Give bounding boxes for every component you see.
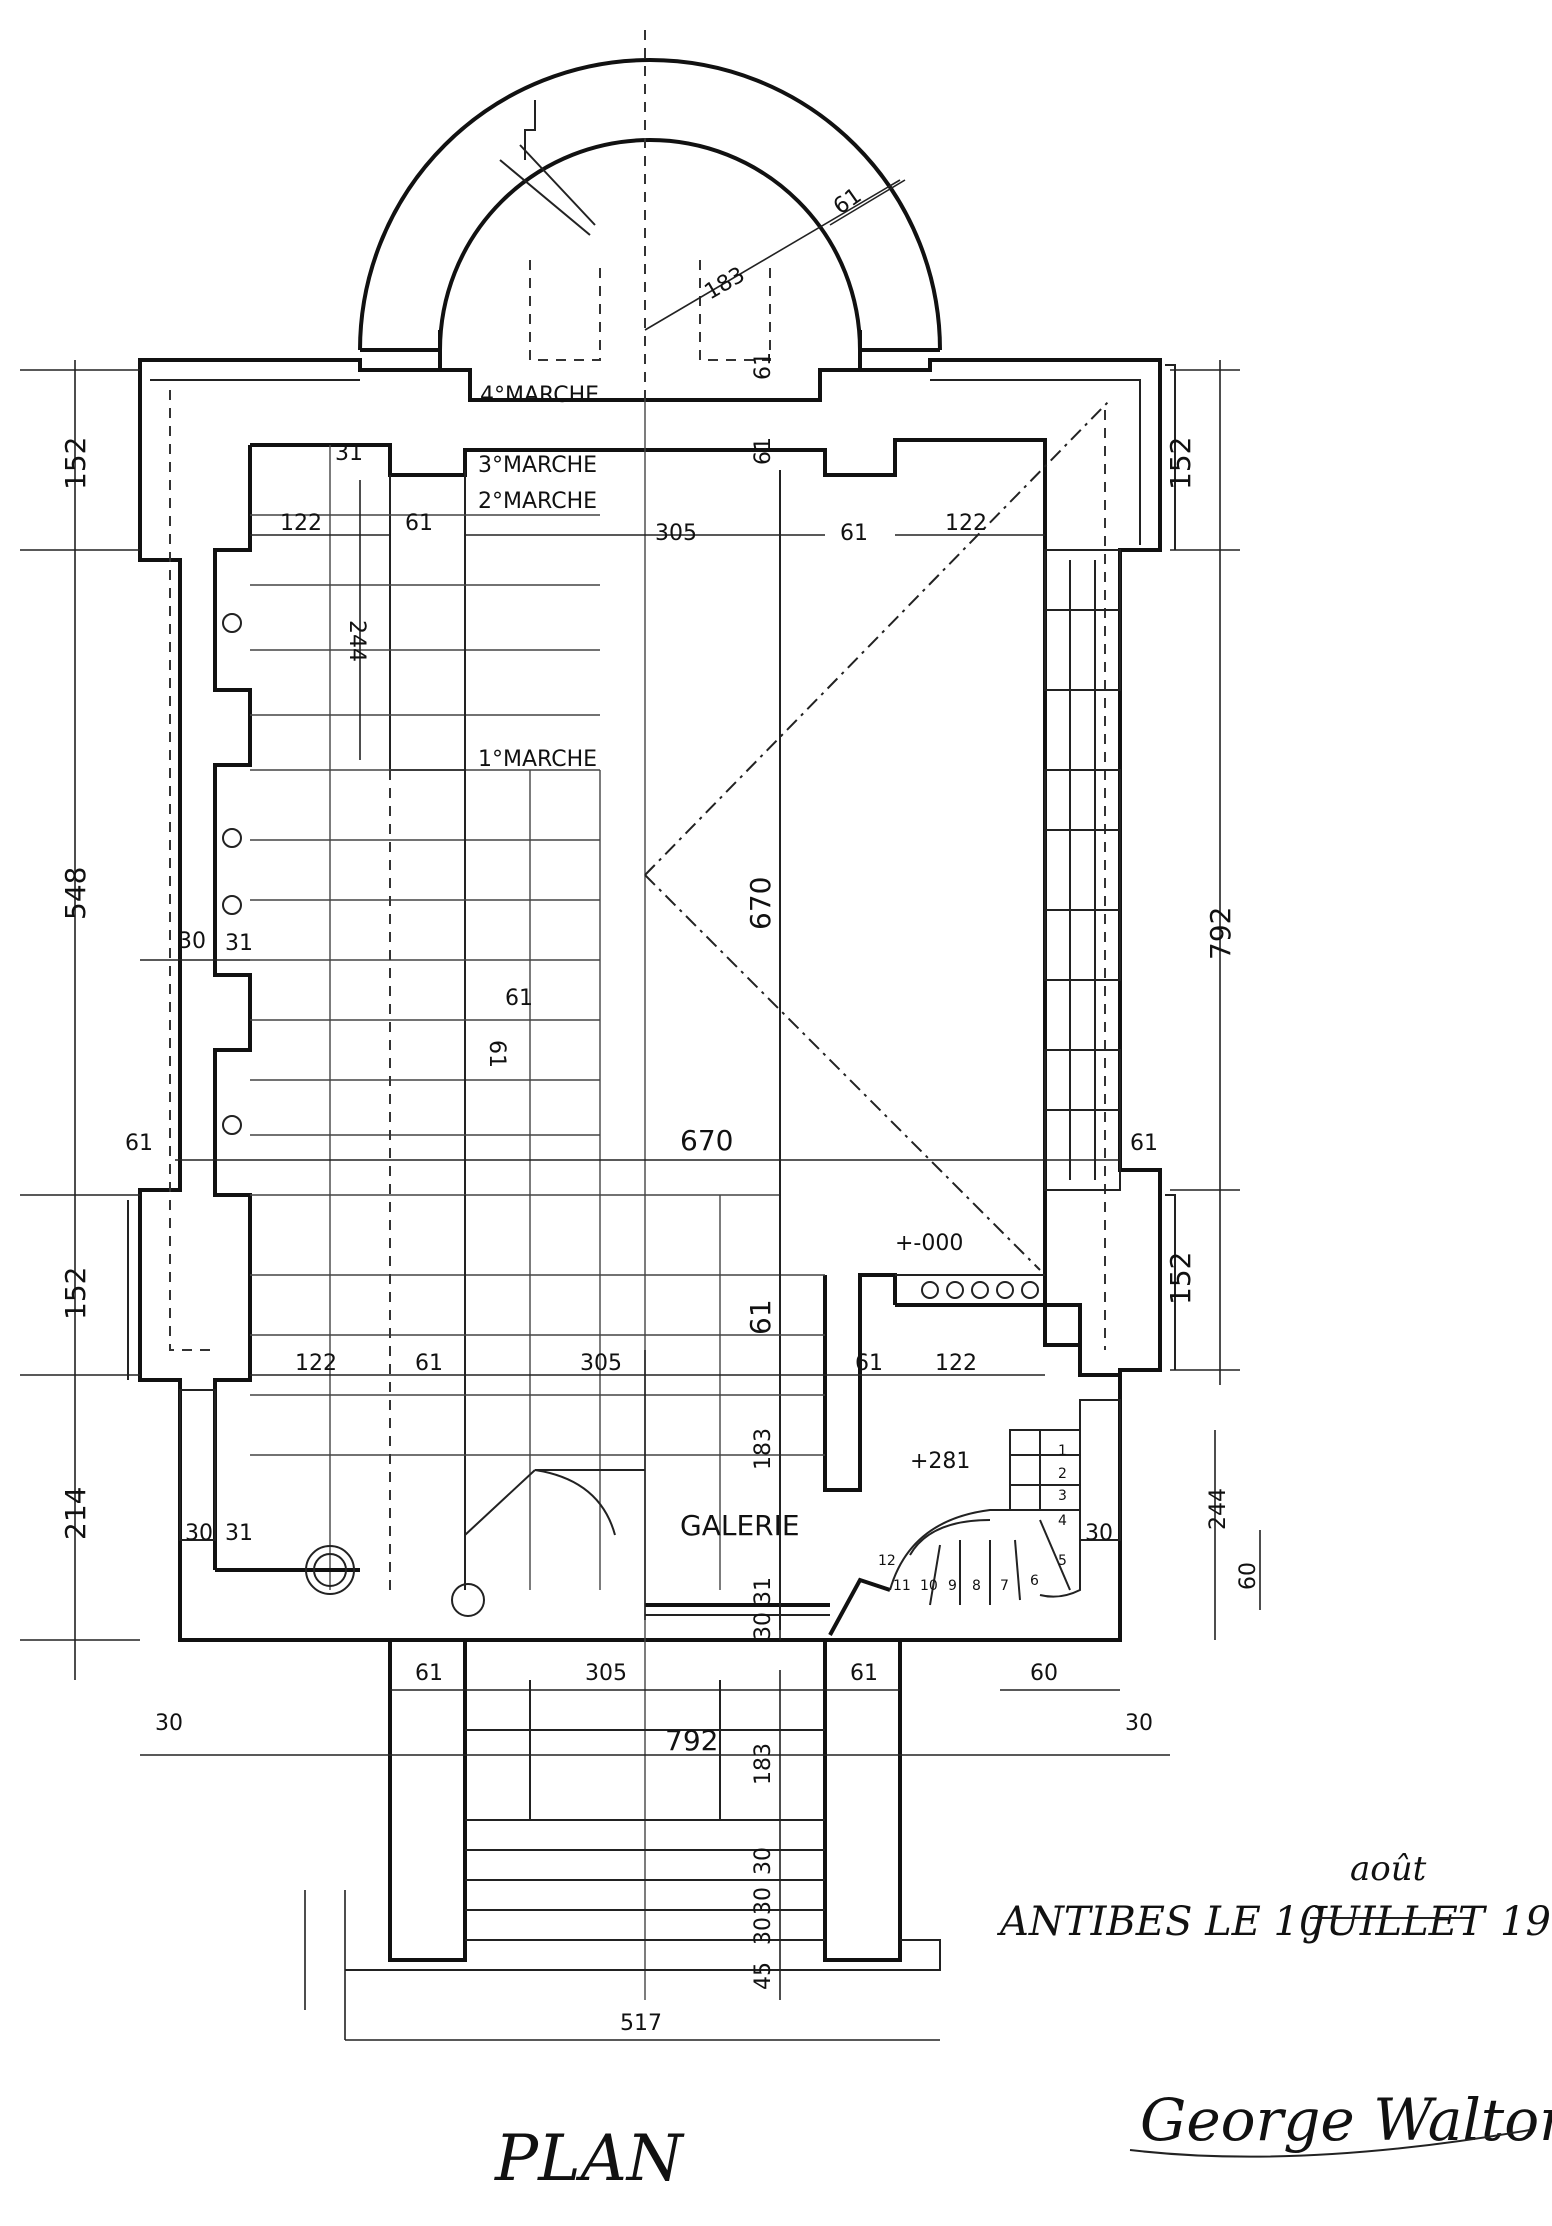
dim-mid-c: 305 [580, 1351, 622, 1376]
dim-nave-horizontal: 670 [680, 1124, 733, 1157]
dim-gal-sep-a: 31 [751, 1577, 776, 1605]
dim-right-top: 152 [1164, 437, 1197, 490]
dim-side-left: 61 [125, 1131, 153, 1156]
stair-number-12: 12 [878, 1553, 896, 1569]
dim-top-b: 61 [405, 511, 433, 536]
stair-number-5: 5 [1058, 1553, 1067, 1569]
dim-mid-d: 61 [855, 1351, 883, 1376]
stair-number-2: 2 [1058, 1466, 1067, 1482]
dim-porch-width: 517 [620, 2011, 662, 2036]
dim-right-mid: 792 [1204, 907, 1237, 960]
stair-number-10: 10 [920, 1578, 938, 1594]
dim-porch-a: 61 [415, 1661, 443, 1686]
dim-porch-c: 61 [850, 1661, 878, 1686]
dim-right-stair: 244 [1206, 1488, 1231, 1530]
dim-wall-left-b: 31 [225, 931, 253, 956]
place-text: ANTIBES LE 10 [996, 1899, 1324, 1945]
dim-top-c: 305 [655, 521, 697, 546]
dim-step-b: 30 [751, 1887, 776, 1915]
stair-number-6: 6 [1030, 1573, 1039, 1589]
dim-porch-d: 60 [1030, 1661, 1058, 1686]
dim-step-a: 30 [751, 1847, 776, 1875]
dim-gal-depth: 183 [751, 1428, 776, 1470]
apse [358, 30, 942, 402]
stair-number-3: 3 [1058, 1488, 1067, 1504]
dimension-lines [20, 360, 1261, 2041]
dim-left-mid: 548 [59, 867, 92, 920]
dim-step-c: 30 [751, 1917, 776, 1945]
dim-apse-depth: 61 [751, 352, 776, 380]
place-date: ANTIBES LE 10 JUILLET août 19 [996, 1849, 1551, 1945]
dim-tile-h: 61 [505, 986, 533, 1011]
stair-number-4: 4 [1058, 1513, 1067, 1529]
dim-chancel: 61 [744, 1299, 777, 1335]
dim-right-stair-b: 60 [1236, 1562, 1261, 1590]
dim-bay: 244 [344, 620, 369, 662]
stair-number-9: 9 [948, 1578, 957, 1594]
construction-lines [644, 399, 1111, 1271]
dim-gal-sep-b: 30 [751, 1612, 776, 1640]
dim-gal-b: 31 [225, 1521, 253, 1546]
dim-porch-b: 305 [585, 1661, 627, 1686]
dim-wall-l: 30 [155, 1711, 183, 1736]
dim-arc-thickness: 61 [829, 183, 866, 220]
month-added: août [1350, 1849, 1427, 1889]
dim-tile-v: 61 [484, 1040, 509, 1068]
dim-col-a: 31 [335, 441, 363, 466]
dim-left-top: 152 [59, 437, 92, 490]
dim-top-d: 61 [840, 521, 868, 546]
dim-mid-a: 122 [295, 1351, 337, 1376]
dim-left-gal: 214 [59, 1487, 92, 1540]
dim-gal-r: 30 [1085, 1521, 1113, 1546]
gallery [179, 1389, 1121, 1636]
stair-number-11: 11 [893, 1578, 911, 1594]
label-marche-1: 1°MARCHE [478, 747, 597, 772]
drawing-title: PLAN [494, 2122, 685, 2196]
dim-nave-vertical: 670 [744, 877, 777, 930]
dim-side-right: 61 [1130, 1131, 1158, 1156]
label-level-floor: +-000 [895, 1231, 963, 1256]
dim-arc-radius: 183 [701, 263, 750, 306]
year-text: 19 [1500, 1899, 1551, 1945]
dim-gal-a: 30 [185, 1521, 213, 1546]
porch [345, 1640, 941, 1971]
label-marche-4: 4°MARCHE [480, 383, 599, 408]
dim-wall-r: 30 [1125, 1711, 1153, 1736]
dim-step-d: 45 [751, 1962, 776, 1990]
stair-number-1: 1 [1058, 1443, 1067, 1459]
label-marche-3: 3°MARCHE [478, 453, 597, 478]
dim-top-e: 122 [945, 511, 987, 536]
label-galerie: GALERIE [680, 1509, 800, 1542]
label-marche-2: 2°MARCHE [478, 489, 597, 514]
signature: George Walton [1129, 2086, 1552, 2158]
dim-mid-e: 122 [935, 1351, 977, 1376]
signature-text: George Walton [1140, 2086, 1552, 2154]
dim-wall-left-a: 30 [178, 929, 206, 954]
dim-top-a: 122 [280, 511, 322, 536]
stair-number-7: 7 [1000, 1578, 1009, 1594]
labels: 4°MARCHE 3°MARCHE 2°MARCHE 1°MARCHE GALE… [59, 183, 1261, 2036]
floor-grid [250, 445, 825, 1590]
month-struck: JUILLET [1303, 1899, 1488, 1945]
dim-left-bot: 152 [59, 1267, 92, 1320]
stair-number-8: 8 [972, 1578, 981, 1594]
dim-porch-depth: 183 [751, 1743, 776, 1785]
outer-walls [127, 358, 1176, 1642]
label-level-gallery: +281 [910, 1449, 970, 1474]
dim-mid-b: 61 [415, 1351, 443, 1376]
dim-right-bot: 152 [1164, 1252, 1197, 1305]
apse-inner-arc [438, 138, 862, 351]
dim-overall: 792 [665, 1724, 718, 1757]
apse-outer-arc [358, 58, 942, 351]
left-wall-fixtures [222, 613, 1039, 1299]
right-wall-windows [1044, 549, 1121, 1191]
dim-apse-depth2: 61 [751, 437, 776, 465]
